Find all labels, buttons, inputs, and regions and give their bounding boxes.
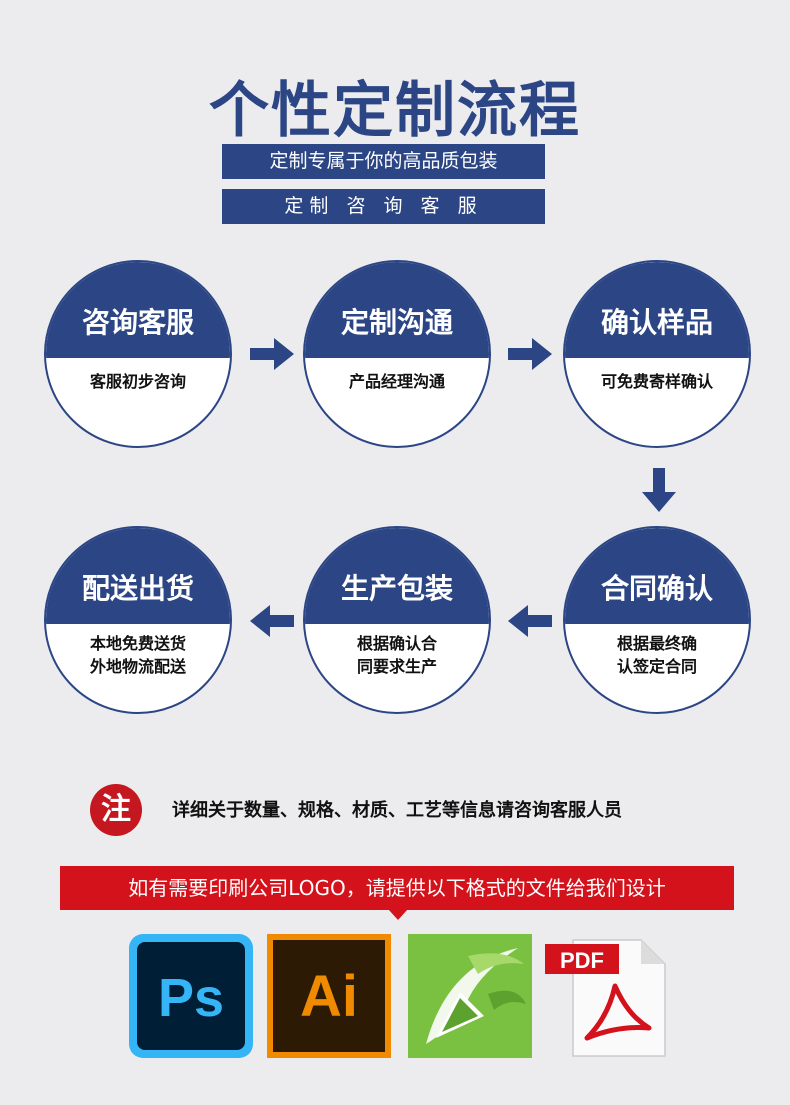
photoshop-icon: Ps — [129, 934, 253, 1058]
tagline-bar: 定制专属于你的高品质包装 — [222, 144, 545, 179]
file-format-banner: 如有需要印刷公司LOGO，请提供以下格式的文件给我们设计 — [60, 866, 734, 910]
step-circle-sample: 确认样品 可免费寄样确认 — [563, 260, 751, 448]
step-desc: 产品经理沟通 — [348, 372, 445, 391]
banner-pointer — [388, 909, 408, 920]
illustrator-icon: Ai — [267, 934, 391, 1058]
step-desc: 客服初步咨询 — [89, 372, 186, 391]
arrow-down-icon — [642, 468, 676, 512]
step-desc: 可免费寄样确认 — [600, 372, 713, 391]
photoshop-label: Ps — [158, 968, 224, 1028]
step-title: 生产包装 — [305, 528, 489, 624]
step-desc: 根据确认合 同要求生产 — [305, 632, 489, 678]
step-circle-production: 生产包装 根据确认合 同要求生产 — [303, 526, 491, 714]
arrow-left-icon — [250, 605, 294, 637]
step-circle-communicate: 定制沟通 产品经理沟通 — [303, 260, 491, 448]
arrow-right-icon — [250, 338, 294, 370]
service-button[interactable]: 定制 咨 询 客 服 — [222, 189, 545, 224]
step-desc: 根据最终确 认签定合同 — [565, 632, 749, 678]
note-text: 详细关于数量、规格、材质、工艺等信息请咨询客服人员 — [172, 800, 622, 821]
step-desc-line: 认签定合同 — [616, 657, 697, 676]
step-title: 定制沟通 — [305, 262, 489, 358]
step-desc-line: 根据确认合 — [356, 634, 437, 653]
arrow-left-icon — [508, 605, 552, 637]
step-desc-line: 根据最终确 — [616, 634, 697, 653]
step-desc-line: 本地免费送货 — [89, 634, 186, 653]
step-circle-delivery: 配送出货 本地免费送货 外地物流配送 — [44, 526, 232, 714]
illustrator-label: Ai — [300, 964, 358, 1029]
pdf-icon: PDF — [545, 939, 666, 1057]
note-badge: 注 — [90, 784, 142, 836]
step-circle-consult: 咨询客服 客服初步咨询 — [44, 260, 232, 448]
pdf-label: PDF — [560, 948, 604, 973]
step-title: 配送出货 — [46, 528, 230, 624]
page-title: 个性定制流程 — [209, 76, 581, 146]
arrow-right-icon — [508, 338, 552, 370]
step-title: 合同确认 — [565, 528, 749, 624]
step-title: 咨询客服 — [46, 262, 230, 358]
step-circle-contract: 合同确认 根据最终确 认签定合同 — [563, 526, 751, 714]
step-desc-line: 外地物流配送 — [89, 657, 186, 676]
step-desc-line: 同要求生产 — [356, 657, 437, 676]
step-title: 确认样品 — [565, 262, 749, 358]
coreldraw-icon — [408, 934, 532, 1058]
step-desc: 本地免费送货 外地物流配送 — [46, 632, 230, 678]
